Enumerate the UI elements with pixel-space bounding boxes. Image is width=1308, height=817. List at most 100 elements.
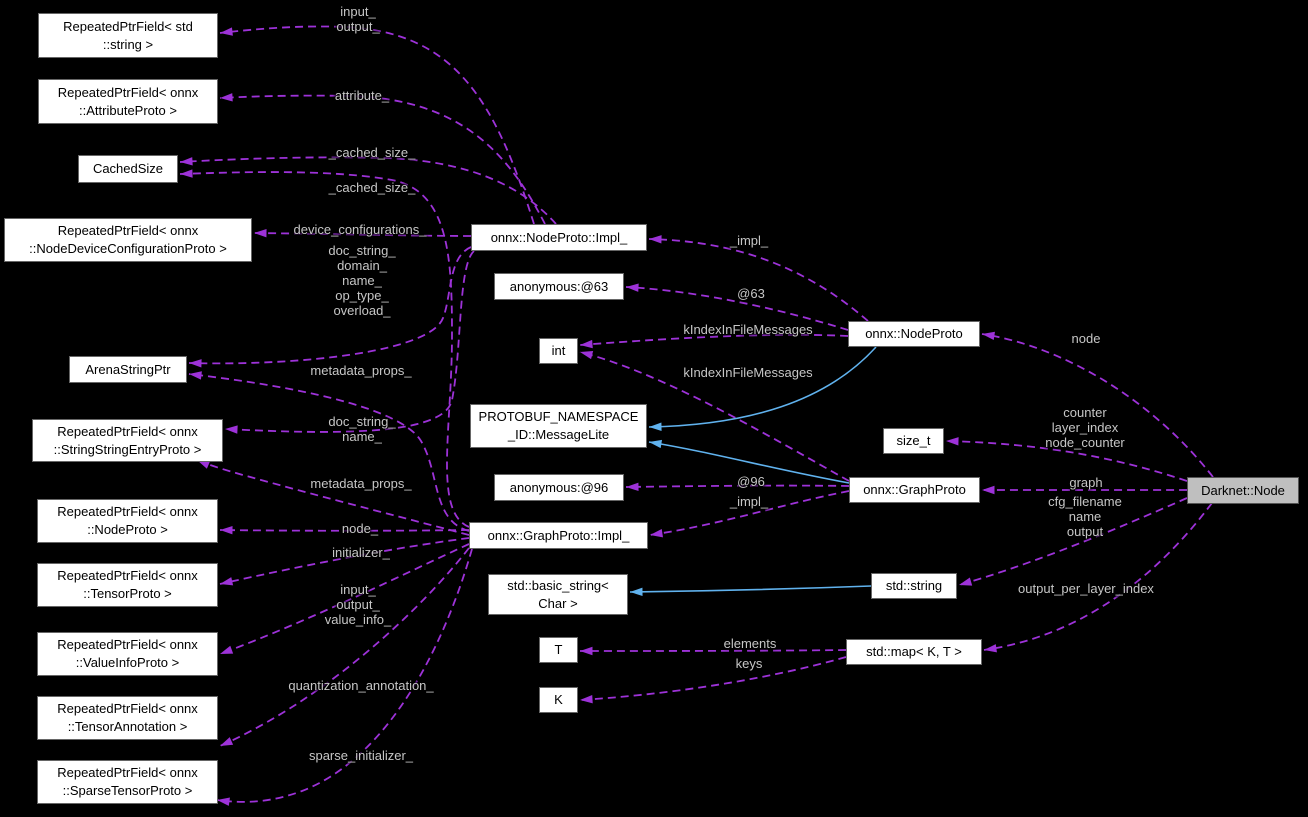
edge-label-line: output [1066,524,1104,539]
edge-label-line: _impl_ [729,233,769,248]
class-box-label: size_t [896,433,931,448]
edge-graphproto-to-messagelite [648,439,850,484]
class-box-label: ::TensorProto > [83,586,172,601]
class-box-label: ArenaStringPtr [85,361,171,377]
class-box-label: anonymous:@96 [509,479,609,495]
edge-std_map-to-t [579,646,847,656]
edge-label-line: value_info_ [324,612,392,627]
class-box-std-string[interactable]: std::string [871,573,957,599]
edge-label-graph: graph [1069,475,1102,490]
edge-label-cached2: _cached_size_ [329,180,416,195]
class-box-graphproto-impl[interactable]: onnx::GraphProto::Impl_ [469,522,648,549]
class-box-arenastringptr[interactable]: ArenaStringPtr [69,356,187,383]
class-box-label: _ID::MessageLite [507,427,610,442]
class-box-rpf-nodeproto[interactable]: RepeatedPtrField< onnx::NodeProto > [37,499,218,543]
edge-label-docstring2: doc_string_name_ [328,414,395,444]
class-box-cachedsize[interactable]: CachedSize [78,155,178,183]
class-box-anon63[interactable]: anonymous:@63 [494,273,624,300]
edge-label-line: elements [723,636,777,651]
edge-nodeproto_impl-to-cachedsize [179,156,557,225]
class-box-rpf-valueinfo[interactable]: RepeatedPtrField< onnx::ValueInfoProto > [37,632,218,676]
class-box-size-t[interactable]: size_t [883,428,944,454]
edge-nodeproto_impl-to-rpf_attribute [219,93,546,225]
edge-label-line: input_ [340,4,376,19]
edge-label-kidx2: kIndexInFileMessages [683,365,812,380]
class-box-int[interactable]: int [539,338,578,364]
edge-label-input-output: input_output_ [336,4,379,34]
edge-label-line: attribute_ [334,88,390,103]
class-box-rpf-attribute[interactable]: RepeatedPtrField< onnx::AttributeProto > [38,79,218,124]
class-box-rpf-std-string[interactable]: RepeatedPtrField< std::string > [38,13,218,58]
edge-label-line: overload_ [333,303,391,318]
class-box-label: onnx::GraphProto [863,482,966,497]
class-box-nodeproto-impl[interactable]: onnx::NodeProto::Impl_ [471,224,647,251]
class-box-label: RepeatedPtrField< std [63,18,193,34]
edge-label-oplidx: output_per_layer_index [1018,581,1154,596]
class-box-rpf-sse[interactable]: RepeatedPtrField< onnx::StringStringEntr… [32,419,223,462]
class-box-rpf-nodedevcfg[interactable]: RepeatedPtrField< onnx::NodeDeviceConfig… [4,218,252,262]
class-box-rpf-tensorproto[interactable]: RepeatedPtrField< onnx::TensorProto > [37,563,218,607]
edge-std_string-to-basic_string [629,585,872,597]
edge-label-line: input_ [340,582,376,597]
class-box-nodeproto[interactable]: onnx::NodeProto [848,321,980,347]
class-box-label: ::TensorAnnotation > [67,719,188,734]
edge-label-line: node_ [341,521,379,536]
edge-label-line: initializer_ [332,545,390,560]
edge-label-elements: elements [724,636,777,651]
class-box-label: RepeatedPtrField< onnx [57,84,199,100]
class-box-rpf-sparsetensor[interactable]: RepeatedPtrField< onnx::SparseTensorProt… [37,760,218,804]
class-box-label: K [554,692,563,707]
edge-darknet_node-to-nodeproto [981,331,1214,478]
edge-graphproto_impl-to-rpf_tensorproto [219,537,470,586]
edge-label-line: kIndexInFileMessages [683,322,813,337]
edge-graphproto_impl-to-rpf_sparsetensor [216,548,473,806]
edge-label-sparse: sparse_initializer_ [309,748,413,763]
edge-label-line: domain_ [337,258,387,273]
edge-label-kidx1: kIndexInFileMessages [683,322,812,337]
edge-darknet_node-to-size_t [945,437,1188,482]
edge-graphproto_impl-to-rpf_tensorannot [219,547,470,747]
edge-label-at63: @63 [737,286,765,301]
edge-graphproto_impl-to-arenastringptr [188,371,470,532]
class-box-label: RepeatedPtrField< onnx [57,423,198,439]
class-box-std-map[interactable]: std::map< K, T > [846,639,982,665]
class-box-t[interactable]: T [539,637,578,663]
edge-label-line: _cached_size_ [328,145,416,160]
class-box-label: std::basic_string< [507,577,609,593]
edge-nodeproto_impl-to-rpf_sse [224,250,475,434]
class-box-label: ::StringStringEntryProto > [53,441,202,457]
class-box-basic-string[interactable]: std::basic_string<Char > [488,574,628,615]
class-box-label: ::AttributeProto > [79,102,177,118]
class-box-label: onnx::GraphProto::Impl_ [487,527,630,543]
class-box-graphproto[interactable]: onnx::GraphProto [849,477,980,503]
edge-label-line: name [1068,509,1102,524]
edge-label-keys: keys [736,656,763,671]
edge-label-impl1: _impl_ [730,233,768,248]
edge-darknet_node-to-std_map [983,502,1213,653]
edge-label-line: name_ [342,429,382,444]
class-box-label: onnx::NodeProto::Impl_ [490,229,628,245]
edge-label-metaprops2: metadata_props_ [310,476,411,491]
edge-label-line: @96 [737,474,765,489]
edge-label-line: quantization_annotation_ [288,678,434,693]
class-box-k[interactable]: K [539,687,578,713]
edge-label-attribute: attribute_ [335,88,389,103]
class-box-anon96[interactable]: anonymous:@96 [494,474,624,501]
edge-label-line: output_ [336,597,380,612]
class-box-label: RepeatedPtrField< onnx [57,568,198,583]
edge-graphproto-to-anon96 [625,482,850,492]
edge-label-line: metadata_props_ [310,476,412,491]
class-box-rpf-tensorannot[interactable]: RepeatedPtrField< onnx::TensorAnnotation… [37,696,218,740]
edge-graphproto_impl-to-rpf_nodeproto [219,525,470,535]
edge-label-line: output_per_layer_index [1018,581,1154,596]
class-box-darknet-node: Darknet::Node [1187,477,1299,504]
class-box-label: int [551,343,566,358]
edge-graphproto_impl-to-rpf_sse [196,459,470,536]
class-box-label: anonymous:@63 [509,278,609,294]
class-box-messagelite[interactable]: PROTOBUF_NAMESPACE_ID::MessageLite [470,404,647,448]
class-box-label: std::map< K, T > [866,644,962,659]
class-box-label: RepeatedPtrField< onnx [57,701,198,716]
edge-darknet_node-to-std_string [958,497,1188,586]
